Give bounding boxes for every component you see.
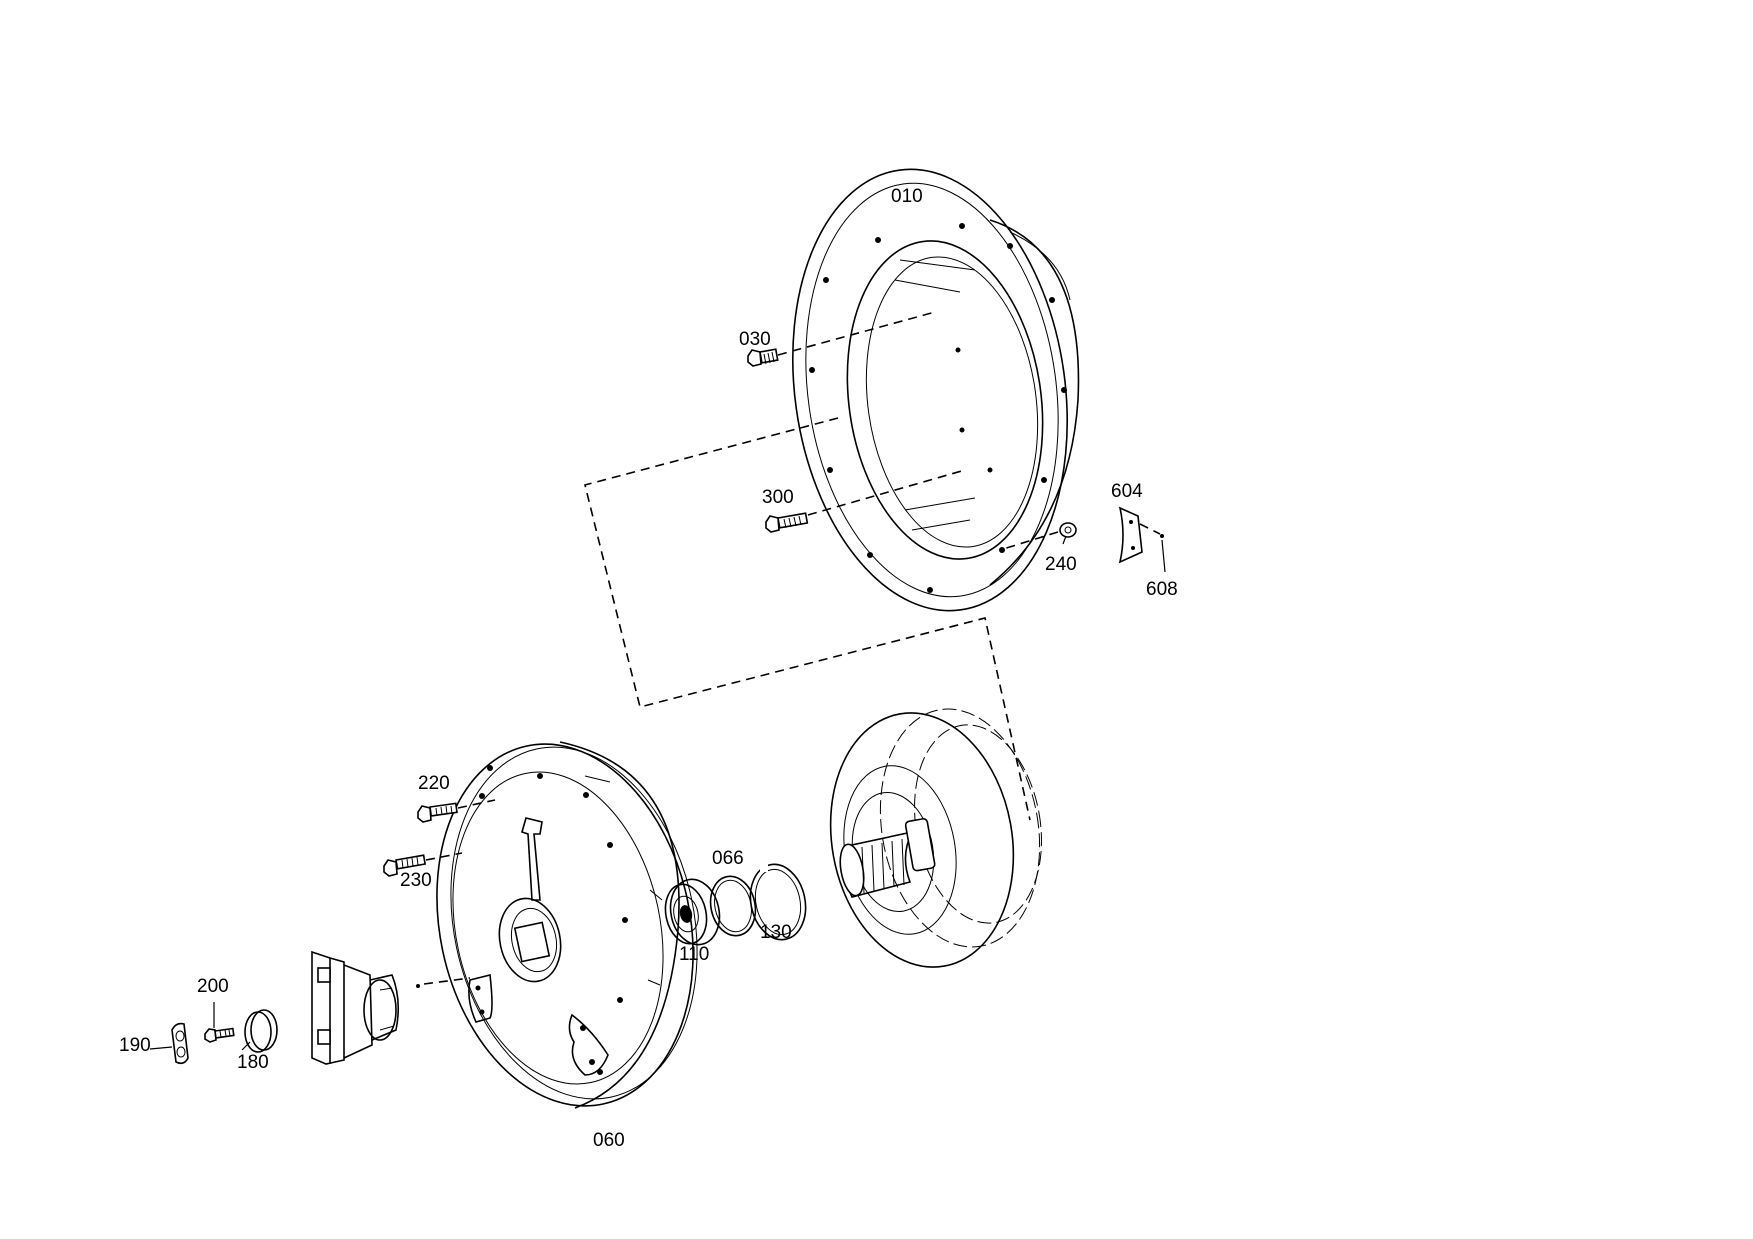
label-230: 230 (400, 870, 432, 891)
part-300-bolt (765, 469, 966, 533)
label-010: 010 (891, 186, 923, 207)
part-010-bell-housing (791, 168, 1080, 612)
leader-lines (149, 535, 1166, 1051)
part-608-screw (1139, 523, 1164, 538)
label-180: 180 (237, 1052, 269, 1073)
part-200-bolt (204, 1027, 235, 1043)
label-604: 604 (1111, 481, 1143, 502)
assembly-path-dashed (584, 417, 1031, 821)
label-030: 030 (739, 329, 771, 350)
label-190: 190 (119, 1035, 151, 1056)
label-130: 130 (760, 922, 792, 943)
label-110: 110 (679, 944, 710, 965)
part-230-bolt (383, 852, 463, 877)
cover-pin (416, 977, 471, 988)
torque-converter (829, 708, 1042, 968)
part-190-lock-plate (171, 1022, 189, 1065)
label-060: 060 (593, 1130, 625, 1151)
part-060-cover (436, 741, 698, 1109)
label-300: 300 (762, 487, 794, 508)
label-200: 200 (197, 976, 229, 997)
label-066: 066 (712, 848, 744, 869)
part-180-washer (244, 1009, 278, 1053)
drive-flange-yoke (311, 950, 400, 1065)
label-240: 240 (1045, 554, 1077, 575)
label-608: 608 (1146, 579, 1178, 600)
part-066-ring (709, 875, 757, 937)
part-604-plate (1118, 506, 1143, 564)
part-030-bolt (747, 311, 936, 367)
part-240-nut (999, 522, 1077, 551)
part-220-bolt (417, 799, 496, 823)
label-220: 220 (418, 773, 450, 794)
